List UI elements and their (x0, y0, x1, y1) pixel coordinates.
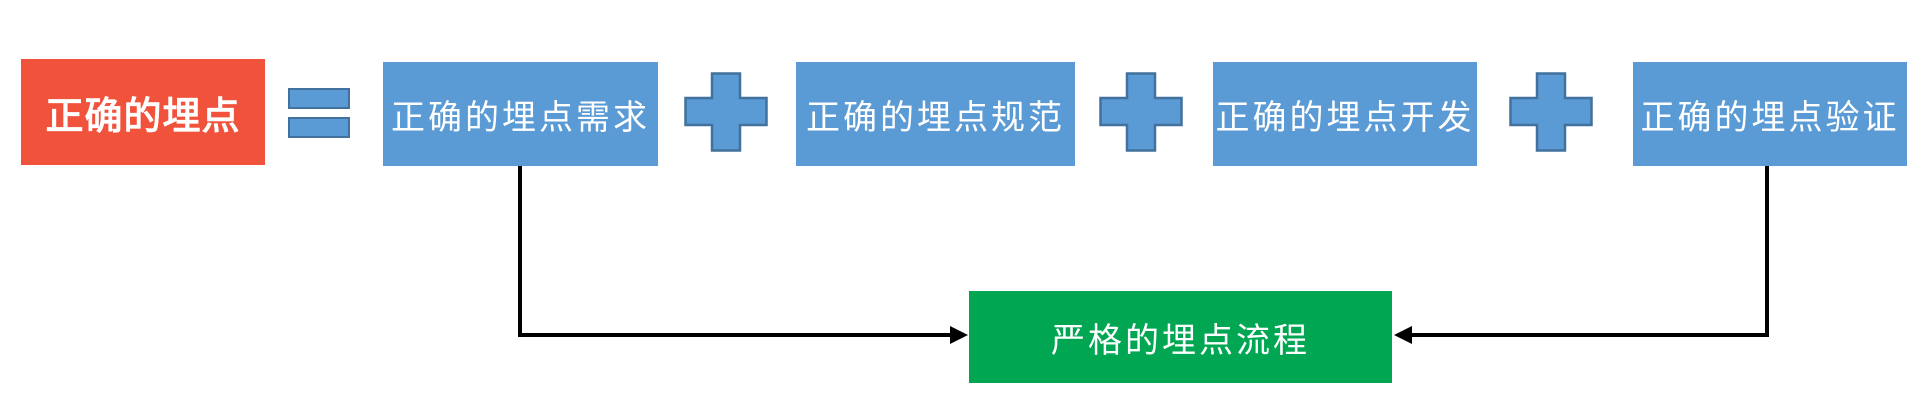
process-box: 严格的埋点流程 (969, 291, 1392, 383)
plus-icon (684, 72, 768, 152)
factor-box-development: 正确的埋点开发 (1213, 62, 1477, 166)
plus-icon (1099, 72, 1183, 152)
factor-box-specifications: 正确的埋点规范 (796, 62, 1075, 166)
plus-icon (1509, 72, 1593, 152)
result-box: 正确的埋点 (21, 59, 265, 165)
result-box-label: 正确的埋点 (45, 95, 241, 138)
factor-box-label: 正确的埋点规范 (806, 99, 1065, 137)
factor-box-label: 正确的埋点验证 (1640, 99, 1900, 137)
arrow-from-requirements (518, 165, 968, 344)
factor-box-label: 正确的埋点需求 (391, 99, 650, 137)
equals-icon (288, 88, 350, 138)
factor-box-verification: 正确的埋点验证 (1633, 62, 1907, 166)
equals-bar-bottom (288, 117, 350, 138)
process-box-label: 严格的埋点流程 (1051, 322, 1310, 360)
factor-box-label: 正确的埋点开发 (1215, 99, 1475, 137)
arrow-from-verification (1394, 166, 1769, 344)
equals-bar-top (288, 88, 350, 109)
factor-box-requirements: 正确的埋点需求 (383, 62, 658, 166)
